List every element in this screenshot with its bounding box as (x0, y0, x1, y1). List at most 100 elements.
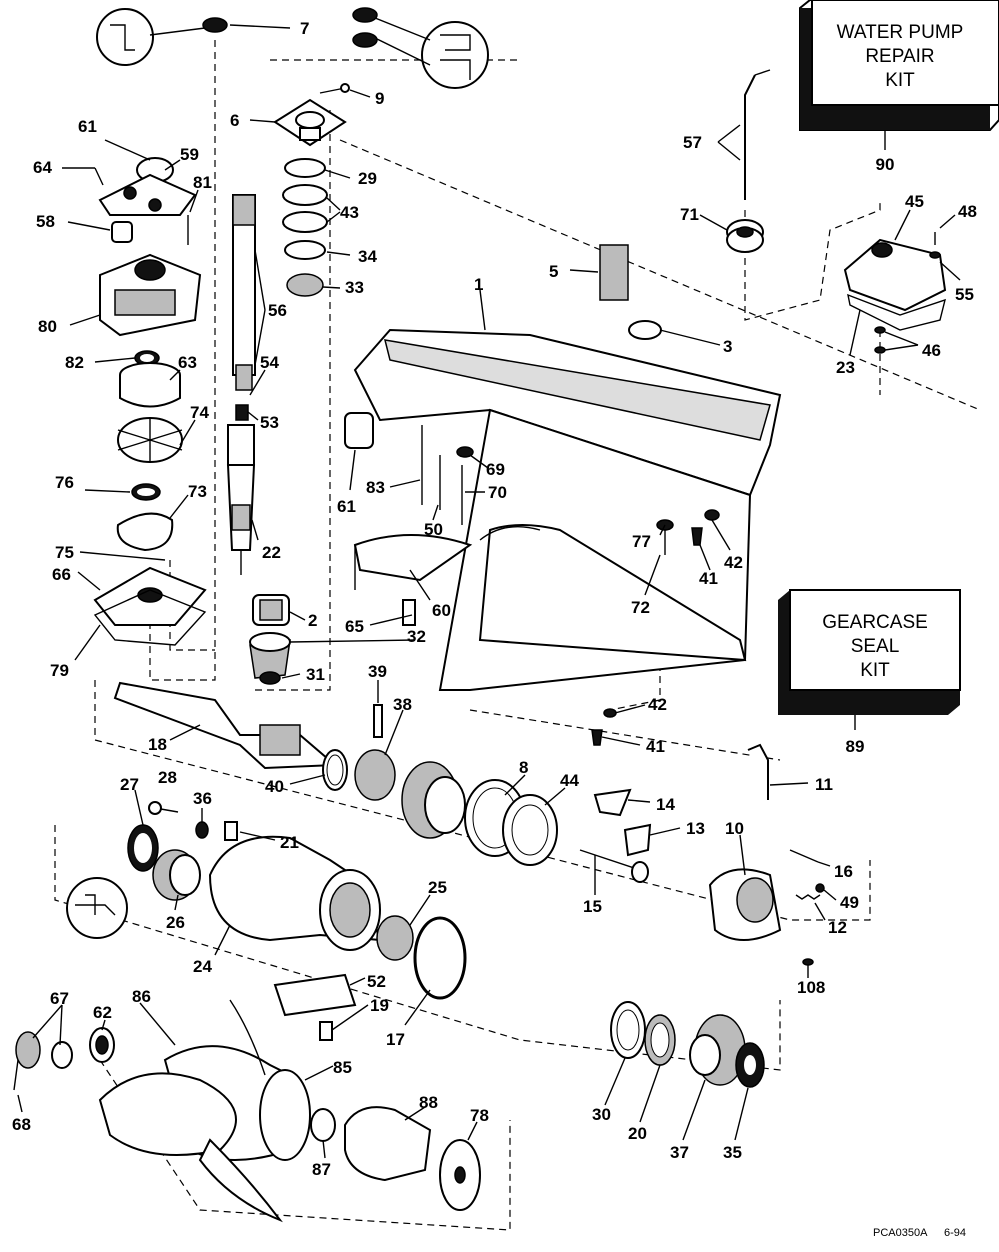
water-pump-kit-box: WATER PUMP REPAIR KIT 90 (799, 0, 999, 174)
callout-label: 65 (345, 617, 364, 636)
callout-label: 74 (190, 403, 209, 422)
callout-label: 14 (656, 795, 675, 814)
callout-label: 88 (419, 1093, 438, 1112)
gearcase-kit-line1: GEARCASE (822, 612, 928, 633)
callout-label: 35 (723, 1143, 742, 1162)
callout-label: 6 (230, 111, 239, 130)
callout-label: 86 (132, 987, 151, 1006)
water-pump-kit-line3: KIT (885, 70, 915, 91)
callout-label: 59 (180, 145, 199, 164)
callout-label: 70 (488, 483, 507, 502)
callout-label: 71 (680, 205, 699, 224)
callout-label: 1 (474, 275, 483, 294)
callout-label: 61 (337, 497, 356, 516)
callout-label: 38 (393, 695, 412, 714)
callout-label: 36 (193, 789, 212, 808)
gearcase-kit-number: 89 (846, 737, 865, 756)
callout-label: 42 (724, 553, 743, 572)
callout-label: 17 (386, 1030, 405, 1049)
callout-label: 54 (260, 353, 279, 372)
callout-label: 77 (632, 532, 651, 551)
callout-label: 83 (366, 478, 385, 497)
callout-label: 67 (50, 989, 69, 1008)
callout-label: 41 (646, 737, 665, 756)
callout-label: 24 (193, 957, 212, 976)
callout-label: 9 (375, 89, 384, 108)
callout-label: 69 (486, 460, 505, 479)
parts (13, 7, 947, 1223)
callout-label: 19 (370, 996, 389, 1015)
callout-label: 23 (836, 358, 855, 377)
callout-label: 82 (65, 353, 84, 372)
callout-label: 43 (340, 203, 359, 222)
callout-label: 49 (840, 893, 859, 912)
callout-label: 56 (268, 301, 287, 320)
callout-label: 46 (922, 341, 941, 360)
callout-label: 78 (470, 1106, 489, 1125)
callout-label: 58 (36, 212, 55, 231)
callout-label: 44 (560, 771, 579, 790)
callout-label: 8 (519, 758, 528, 777)
callout-label: 53 (260, 413, 279, 432)
callout-label: 11 (815, 775, 833, 794)
callout-label: 85 (333, 1058, 352, 1077)
callout-label: 68 (12, 1115, 31, 1134)
gearcase-kit-box: GEARCASE SEAL KIT 89 (778, 589, 961, 756)
callout-label: 66 (52, 565, 71, 584)
callout-label: 87 (312, 1160, 331, 1179)
callout-labels: 7 9 6 29 43 34 33 61 59 64 81 58 80 82 6… (12, 19, 977, 1179)
callout-label: 27 (120, 775, 139, 794)
water-pump-kit-line1: WATER PUMP (837, 22, 964, 43)
callout-label: 79 (50, 661, 69, 680)
callout-label: 40 (265, 777, 284, 796)
callout-label: 108 (797, 978, 825, 997)
callout-label: 76 (55, 473, 74, 492)
callout-label: 42 (648, 695, 667, 714)
callout-label: 39 (368, 662, 387, 681)
callout-label: 55 (955, 285, 974, 304)
water-pump-kit-line2: REPAIR (865, 46, 934, 67)
gearcase-kit-line2: SEAL (851, 636, 900, 657)
callout-label: 32 (407, 627, 426, 646)
callout-label: 61 (78, 117, 97, 136)
callout-label: 10 (725, 819, 744, 838)
leader-lines (17, 24, 961, 1159)
callout-label: 80 (38, 317, 57, 336)
callout-label: 31 (306, 665, 325, 684)
callout-label: 12 (828, 918, 847, 937)
callout-label: 25 (428, 878, 447, 897)
callout-label: 28 (158, 768, 177, 787)
callout-label: 48 (958, 202, 977, 221)
callout-label: 3 (723, 337, 732, 356)
callout-label: 60 (432, 601, 451, 620)
callout-label: 63 (178, 353, 197, 372)
callout-label: 29 (358, 169, 377, 188)
callout-label: 18 (148, 735, 167, 754)
footer-code: PCA0350A (873, 1227, 928, 1239)
callout-label: 30 (592, 1105, 611, 1124)
callout-label: 5 (549, 262, 558, 281)
callout-label: 57 (683, 133, 702, 152)
callout-label: 62 (93, 1003, 112, 1022)
callout-label: 13 (686, 819, 705, 838)
callout-label: 81 (193, 173, 212, 192)
callout-label: 73 (188, 482, 207, 501)
callout-label: 7 (300, 19, 309, 38)
callout-label: 34 (358, 247, 377, 266)
gearcase-kit-line3: KIT (860, 660, 890, 681)
callout-label: 75 (55, 543, 74, 562)
callout-label: 41 (699, 569, 718, 588)
callout-label: 15 (583, 897, 602, 916)
callout-label: 45 (905, 192, 924, 211)
callout-label: 50 (424, 520, 443, 539)
footer-date: 6-94 (944, 1227, 966, 1239)
callout-label: 2 (308, 611, 317, 630)
callout-label: 26 (166, 913, 185, 932)
water-pump-kit-number: 90 (876, 155, 895, 174)
callout-label: 52 (367, 972, 386, 991)
callout-label: 21 (280, 833, 299, 852)
callout-label: 37 (670, 1143, 689, 1162)
callout-label: 22 (262, 543, 281, 562)
callout-label: 33 (345, 278, 364, 297)
